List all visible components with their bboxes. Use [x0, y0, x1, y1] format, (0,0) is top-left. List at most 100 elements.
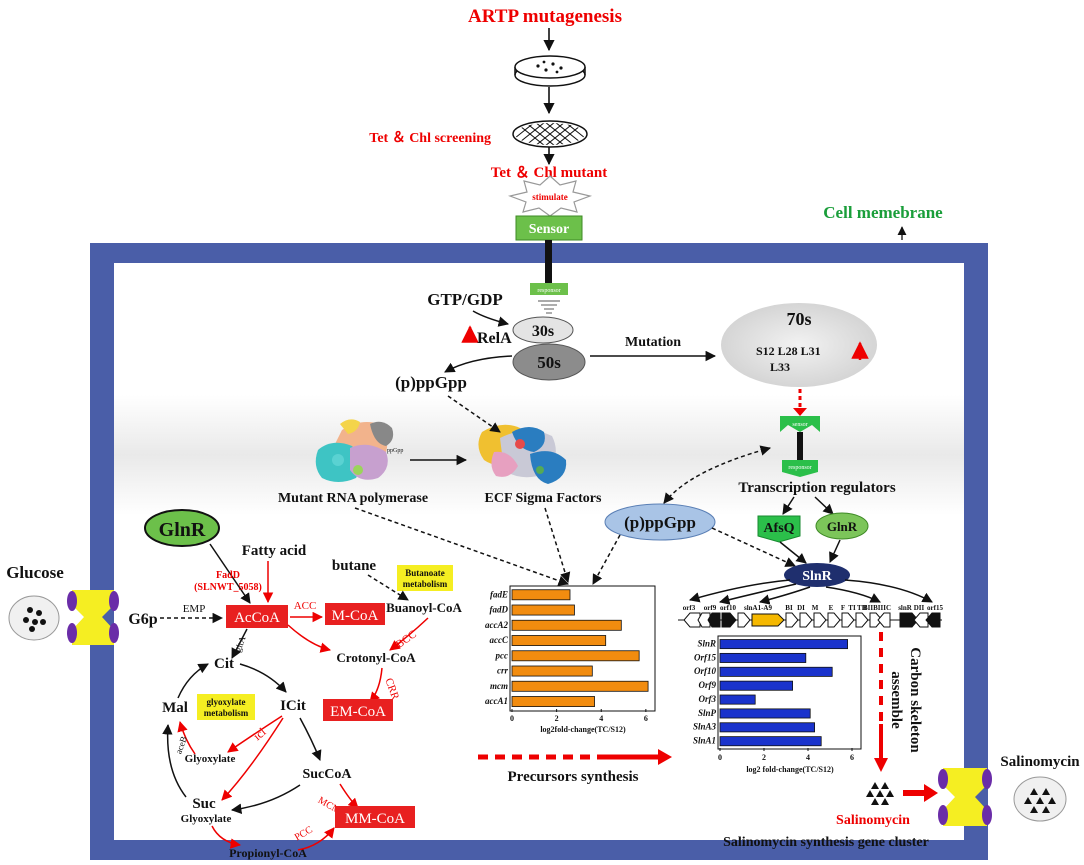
svg-text:responsor: responsor — [788, 465, 811, 471]
svg-text:ACC: ACC — [294, 600, 317, 612]
svg-text:(p)ppGpp: (p)ppGpp — [624, 513, 696, 532]
precursor-xlabel: log2fold-change(TC/S12) — [540, 725, 626, 734]
cluster-tick-4: 4 — [806, 753, 810, 762]
svg-text:gltA: gltA — [233, 634, 248, 653]
gene-label-orf3: orf3 — [683, 604, 696, 612]
g6p-label: G6p — [128, 611, 157, 628]
svg-text:MM-CoA: MM-CoA — [345, 811, 405, 827]
mmcoa-box — [335, 806, 415, 828]
afsq-shape — [757, 515, 801, 543]
precursor-tick-4: 4 — [599, 714, 603, 723]
cluster-bar-SlnA3 — [719, 722, 815, 733]
cluster-bar-SlnA1 — [719, 736, 822, 747]
cluster-tick-0: 0 — [718, 753, 722, 762]
sensor-label: Sensor — [529, 222, 569, 237]
precursor-bar-pcc — [511, 650, 640, 662]
cluster-tick-6: 6 — [850, 753, 854, 762]
svg-text:CRR: CRR — [382, 677, 401, 702]
regulation-module: ppGpp Mutant RNA polymerase ECF Sigma Fa… — [278, 395, 933, 605]
cluster-bar-Orf3 — [719, 694, 756, 705]
fadd-label: FadD — [216, 570, 240, 581]
cluster-bar-Orf10 — [719, 666, 833, 677]
ribosome-50s — [512, 343, 586, 381]
gene-label-slnR: slnR — [898, 604, 913, 612]
glyoxylate-box — [197, 694, 255, 720]
assemble-label: assemble — [888, 671, 904, 729]
salinomycin-triangles — [866, 782, 894, 805]
svg-text:Glyoxylate: Glyoxylate — [181, 813, 232, 825]
svg-text:BCC: BCC — [394, 628, 419, 650]
cluster-bar-SlnR — [719, 639, 848, 650]
cluster-bar-Orf9 — [719, 680, 793, 691]
mutation-label: Mutation — [625, 335, 681, 350]
responsor-label: responsor — [537, 288, 560, 294]
precursor-bar-crr — [511, 665, 593, 677]
glnr-small — [815, 512, 869, 540]
precursor-tick-2: 2 — [555, 714, 559, 723]
cluster-category-SlnR: SlnR — [697, 638, 716, 648]
svg-text:AfsQ: AfsQ — [763, 521, 794, 536]
svg-text:M-CoA: M-CoA — [332, 608, 379, 624]
ribosomal-proteins: S12 L28 L31 — [756, 344, 821, 358]
precursor-category-crr: crr — [497, 666, 508, 676]
precursor-tick-0: 0 — [510, 714, 514, 723]
glucose-dish — [8, 595, 60, 641]
glnr-large — [144, 509, 220, 547]
svg-text:EM-CoA: EM-CoA — [330, 704, 386, 720]
svg-text:70s: 70s — [786, 309, 811, 329]
precursor-category-accC: accC — [490, 635, 509, 645]
ribosome-module: GTP/GDP RelA 30s 50s Mutation 70s S12 L2… — [395, 290, 877, 416]
precursor-bar-mcm — [511, 680, 649, 692]
fatty-acid-label: Fatty acid — [242, 543, 307, 559]
precursor-category-fadE: fadE — [490, 589, 508, 599]
cluster-xlabel: log2 fold-change(TC/S12) — [746, 765, 834, 774]
cit-label: Cit — [214, 656, 234, 672]
icit-label: ICit — [280, 698, 306, 714]
gene-label-TI: TI — [848, 604, 856, 612]
precursor-category-mcm: mcm — [490, 681, 508, 691]
cluster-category-Orf3: Orf3 — [699, 694, 717, 704]
svg-text:GlnR: GlnR — [159, 519, 206, 541]
svg-text:50s: 50s — [537, 353, 561, 372]
ecf-sigma-structure — [478, 424, 567, 484]
propionyl-label: Propionyl-CoA — [229, 846, 307, 860]
precursor-bar-accA2 — [511, 619, 622, 631]
glucose-label: Glucose — [6, 563, 64, 582]
metabolism-module: GlnR Fatty acid FadD (SLNWT_5058) butane… — [6, 509, 463, 860]
slnr-blob — [784, 563, 850, 587]
mal-label: Mal — [162, 700, 188, 716]
ppgpp-blob — [604, 503, 716, 541]
gene-label-F: F — [841, 604, 845, 612]
salinomycin-transporter — [938, 768, 992, 826]
gene-label-orf9: orf9 — [704, 604, 717, 612]
precursor-footer: Precursors synthesis — [508, 769, 639, 785]
svg-text:glyoxylate: glyoxylate — [207, 697, 246, 707]
precursor-bar-fadE — [511, 589, 571, 601]
cluster-category-Orf9: Orf9 — [699, 680, 717, 690]
gene-label-BIIBIIIC: BIIBIIIC — [863, 604, 891, 612]
gene-arrows — [683, 612, 941, 628]
svg-text:L33: L33 — [770, 360, 790, 374]
screening-plate-icon — [512, 120, 588, 148]
cluster-category-SlnA1: SlnA1 — [693, 736, 716, 746]
precursor-tick-6: 6 — [644, 714, 648, 723]
svg-text:sensor: sensor — [792, 422, 807, 428]
buanoyl-label: Buanoyl-CoA — [386, 600, 462, 615]
butane-label: butane — [332, 558, 377, 574]
svg-text:GlnR: GlnR — [827, 519, 858, 534]
petri-dish-icon — [514, 55, 586, 87]
cluster-category-Orf15: Orf15 — [694, 652, 716, 662]
accoa-box — [226, 605, 288, 628]
precursor-bar-fadD — [511, 604, 575, 616]
rnap-label: Mutant RNA polymerase — [278, 491, 428, 506]
gene-label-DII: DII — [914, 604, 925, 612]
mcoa-box — [325, 603, 385, 625]
gene-label-M: M — [812, 604, 819, 612]
suc-label: Suc — [192, 796, 216, 812]
transcription-regulators-label: Transcription regulators — [738, 480, 896, 496]
butanoate-box — [397, 565, 453, 591]
membrane-label: Cell memebrane — [823, 203, 943, 222]
